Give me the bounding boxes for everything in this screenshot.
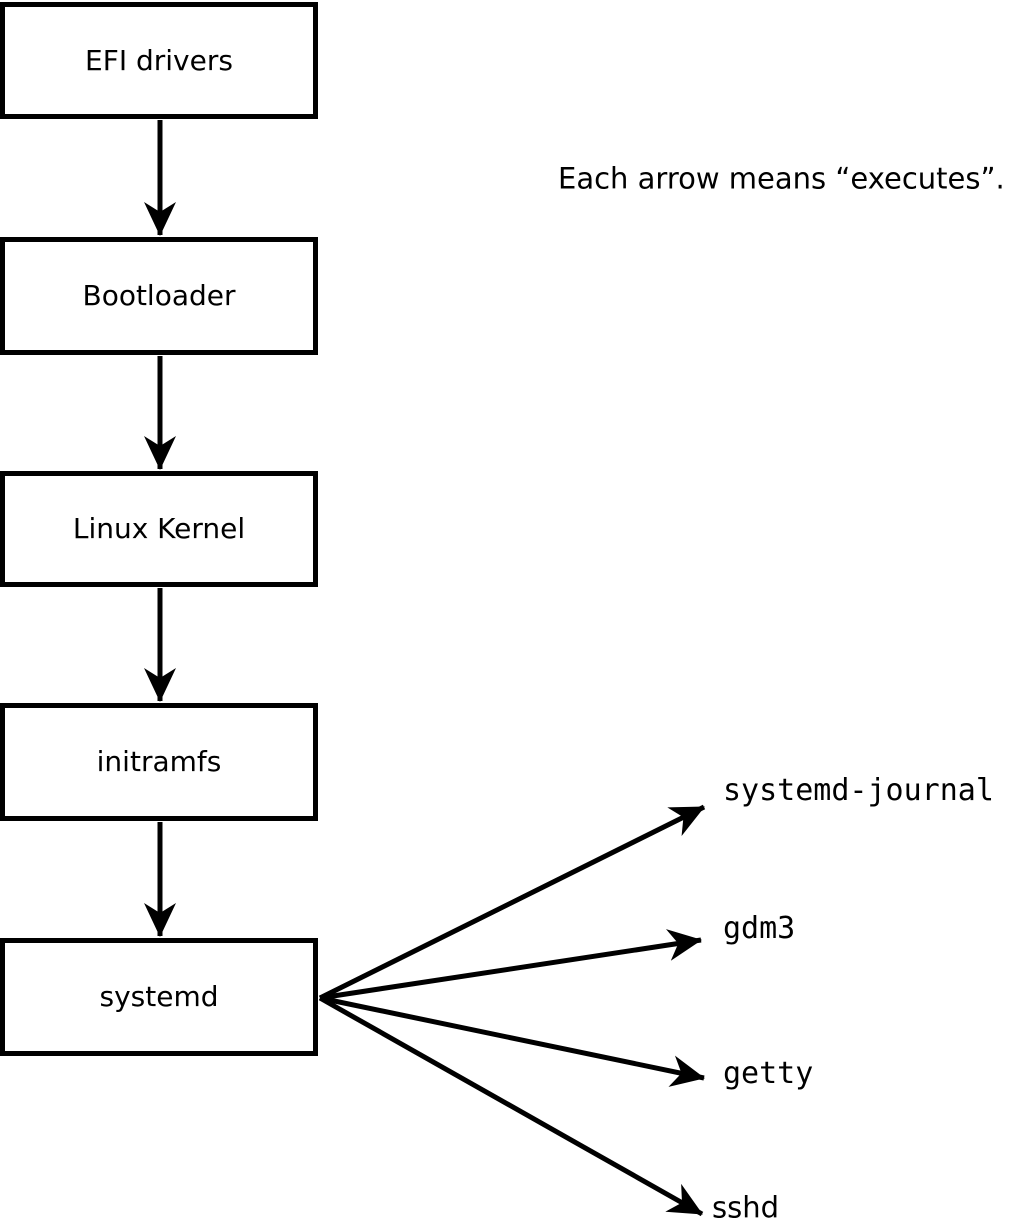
- node-bootloader-label: Bootloader: [82, 279, 236, 312]
- node-linux-kernel-label: Linux Kernel: [72, 512, 246, 545]
- arrow-systemd-to-gdm3: [319, 929, 702, 1001]
- label-gdm3: gdm3: [723, 911, 796, 946]
- node-bootloader: Bootloader: [0, 237, 318, 355]
- node-initramfs-label: initramfs: [96, 745, 222, 778]
- node-systemd-label: systemd: [99, 980, 219, 1013]
- label-systemd-journal: systemd-journal: [723, 773, 994, 808]
- node-initramfs: initramfs: [0, 703, 318, 821]
- node-efi-drivers-label: EFI drivers: [85, 43, 233, 77]
- node-linux-kernel: Linux Kernel: [0, 471, 318, 587]
- arrow-systemd-to-sshd: [318, 995, 704, 1217]
- node-systemd: systemd: [0, 938, 318, 1056]
- arrow-systemd-to-getty: [319, 995, 705, 1087]
- legend-note: Each arrow means “executes”.: [558, 161, 1005, 196]
- label-sshd: sshd: [712, 1190, 780, 1225]
- arrow-systemd-to-journal: [318, 804, 706, 1001]
- node-efi-drivers: EFI drivers: [0, 2, 318, 119]
- label-getty: getty: [723, 1056, 814, 1091]
